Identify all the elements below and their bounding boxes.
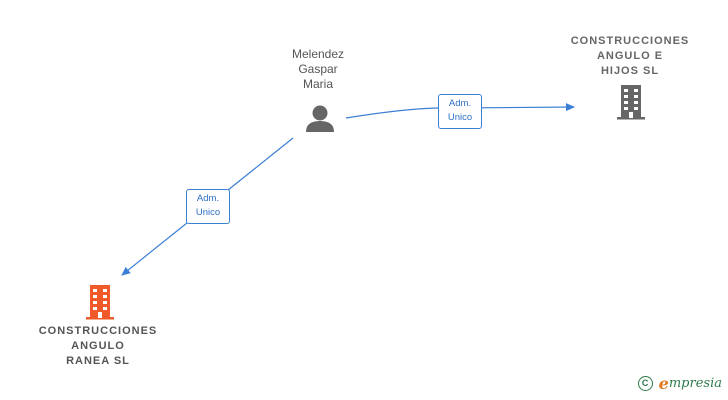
person-name[interactable]: Melendez Gaspar Maria bbox=[280, 47, 356, 92]
edge-label-left-line2: Unico bbox=[195, 207, 221, 218]
edge-label-right-line1: Adm. bbox=[448, 98, 472, 109]
company-right-line1: CONSTRUCCIONES bbox=[570, 35, 690, 47]
brand-initial: e bbox=[658, 374, 669, 393]
edge-label-left[interactable]: Adm. Unico bbox=[186, 189, 230, 224]
building-icon[interactable] bbox=[83, 284, 117, 320]
person-name-line2: Gaspar bbox=[298, 62, 338, 76]
company-left-line3: RANEA SL bbox=[66, 355, 130, 367]
company-left-line2: ANGULO bbox=[71, 340, 125, 352]
edge-label-right-line2: Unico bbox=[447, 112, 473, 123]
person-name-line3: Maria bbox=[302, 77, 333, 91]
building-icon[interactable] bbox=[614, 84, 648, 120]
person-icon[interactable] bbox=[304, 104, 336, 132]
company-right-line3: HIJOS SL bbox=[600, 65, 660, 77]
company-right-line2: ANGULO E bbox=[596, 50, 664, 62]
copyright-icon: C bbox=[637, 376, 653, 391]
company-left-line1: CONSTRUCCIONES bbox=[38, 325, 158, 337]
edge-label-right[interactable]: Adm. Unico bbox=[438, 94, 482, 129]
company-left-name[interactable]: CONSTRUCCIONES ANGULO RANEA SL bbox=[30, 324, 166, 369]
company-right-name[interactable]: CONSTRUCCIONES ANGULO E HIJOS SL bbox=[564, 34, 696, 79]
edge-label-left-line1: Adm. bbox=[196, 193, 220, 204]
person-name-line1: Melendez bbox=[291, 47, 345, 61]
brand-name: mpresia bbox=[668, 376, 722, 391]
